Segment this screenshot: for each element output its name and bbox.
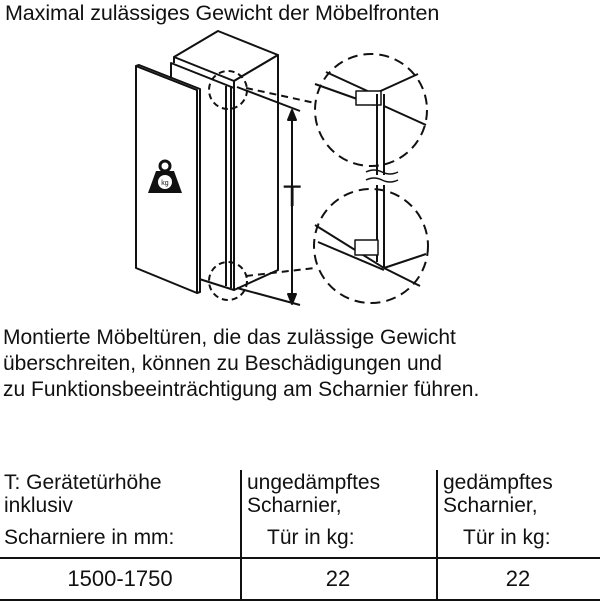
column-divider — [436, 470, 438, 600]
svg-text:kg: kg — [161, 180, 169, 187]
warning-line: zu Funktionsbeeinträchtigung am Scharnie… — [3, 378, 480, 401]
warning-line: überschreiten, können zu Beschädigungen … — [3, 352, 442, 375]
header-height: T: Gerätetürhöhe inklusiv Scharniere in … — [4, 471, 175, 549]
header-damped: gedämpftes Scharnier, Tür in kg: — [443, 471, 553, 549]
bottom-hinge-detail — [313, 188, 429, 304]
warning-line: Montierte Möbeltüren, die das zulässige … — [3, 326, 456, 349]
header-divider — [0, 557, 600, 559]
warning-paragraph: Montierte Möbeltüren, die das zulässige … — [3, 325, 479, 403]
weight-kg-icon: kg — [148, 159, 182, 193]
page-title: Maximal zulässiges Gewicht der Möbelfron… — [5, 1, 440, 25]
weight-table: T: Gerätetürhöhe inklusiv Scharniere in … — [0, 470, 600, 601]
header-undamped: ungedämpftes Scharnier, Tür in kg: — [247, 471, 381, 549]
cell-damped-weight: 22 — [505, 566, 531, 591]
cell-height-range: 1500-1750 — [67, 566, 173, 591]
cell-undamped-weight: 22 — [325, 566, 351, 591]
dimension-label-t: T — [283, 180, 301, 213]
top-hinge-detail — [314, 53, 428, 167]
column-divider — [240, 470, 242, 600]
door-installation-diagram: kg T — [135, 30, 429, 306]
bottom-hinge-callout — [208, 261, 248, 301]
